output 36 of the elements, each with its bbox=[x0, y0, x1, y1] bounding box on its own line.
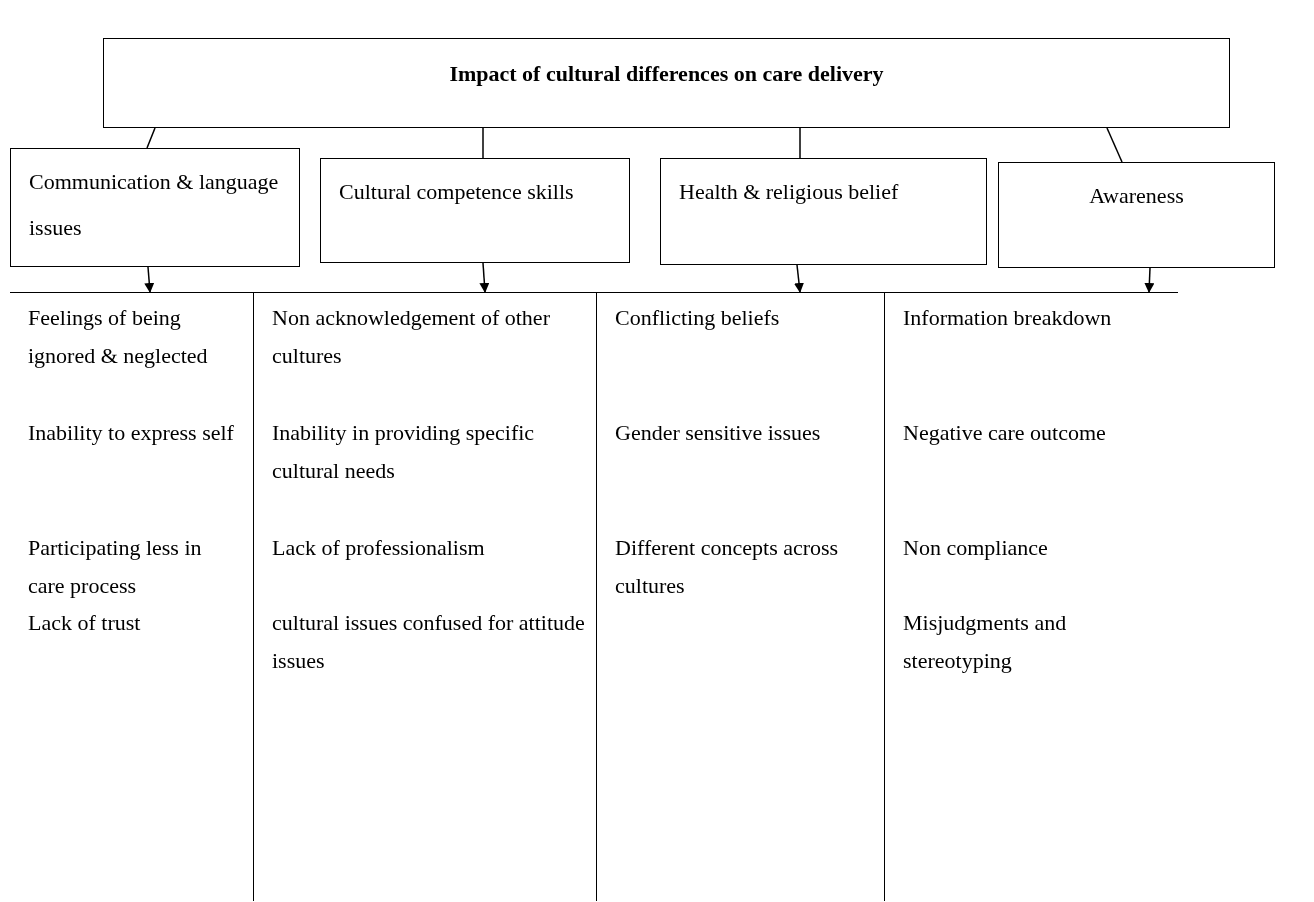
connector-line bbox=[1106, 127, 1123, 163]
arrow bbox=[1144, 267, 1155, 293]
table-cell-text: Lack of professionalism bbox=[272, 534, 486, 562]
table-cell-text: Inability to express self bbox=[28, 419, 235, 447]
category-box bbox=[998, 162, 1275, 268]
category-box bbox=[660, 158, 987, 265]
table-cell-text: Different concepts across cultures bbox=[615, 534, 840, 600]
category-box bbox=[10, 148, 300, 267]
category-box bbox=[320, 158, 630, 263]
table-cell-text: Conflicting beliefs bbox=[615, 304, 781, 332]
table-cell-text: Feelings of being ignored & neglected bbox=[28, 304, 209, 370]
table-cell-text: Participating less in care process bbox=[28, 534, 203, 600]
table-cell-text: Non acknowledgement of other cultures bbox=[272, 304, 551, 370]
title-box bbox=[103, 38, 1230, 128]
arrow bbox=[144, 266, 155, 293]
arrow bbox=[479, 262, 490, 293]
table-cell-text: Gender sensitive issues bbox=[615, 419, 822, 447]
table-cell-text: Information breakdown bbox=[903, 304, 1113, 332]
category-label: Cultural competence skills bbox=[339, 178, 574, 206]
table-cell-text: Non compliance bbox=[903, 534, 1049, 562]
table-cell-text: Misjudgments and stereotyping bbox=[903, 609, 1068, 675]
table-column bbox=[253, 292, 596, 901]
table-cell-text: cultural issues confused for attitude issues bbox=[272, 609, 586, 675]
table-cell-text: Lack of trust bbox=[28, 609, 142, 637]
table-column bbox=[884, 292, 1178, 901]
category-label: Health & religious belief bbox=[679, 178, 899, 206]
connector-line bbox=[146, 127, 156, 149]
arrow bbox=[794, 264, 804, 293]
connector-line bbox=[482, 127, 484, 159]
category-label: Awareness bbox=[1088, 182, 1185, 210]
title-text: Impact of cultural differences on care delivery bbox=[449, 60, 884, 88]
category-label: Communication & language issues bbox=[29, 168, 280, 242]
connector-line bbox=[799, 127, 801, 159]
table-cell-text: Inability in providing specific cultural needs bbox=[272, 419, 536, 485]
table-cell-text: Negative care outcome bbox=[903, 419, 1107, 447]
table-column bbox=[596, 292, 884, 901]
